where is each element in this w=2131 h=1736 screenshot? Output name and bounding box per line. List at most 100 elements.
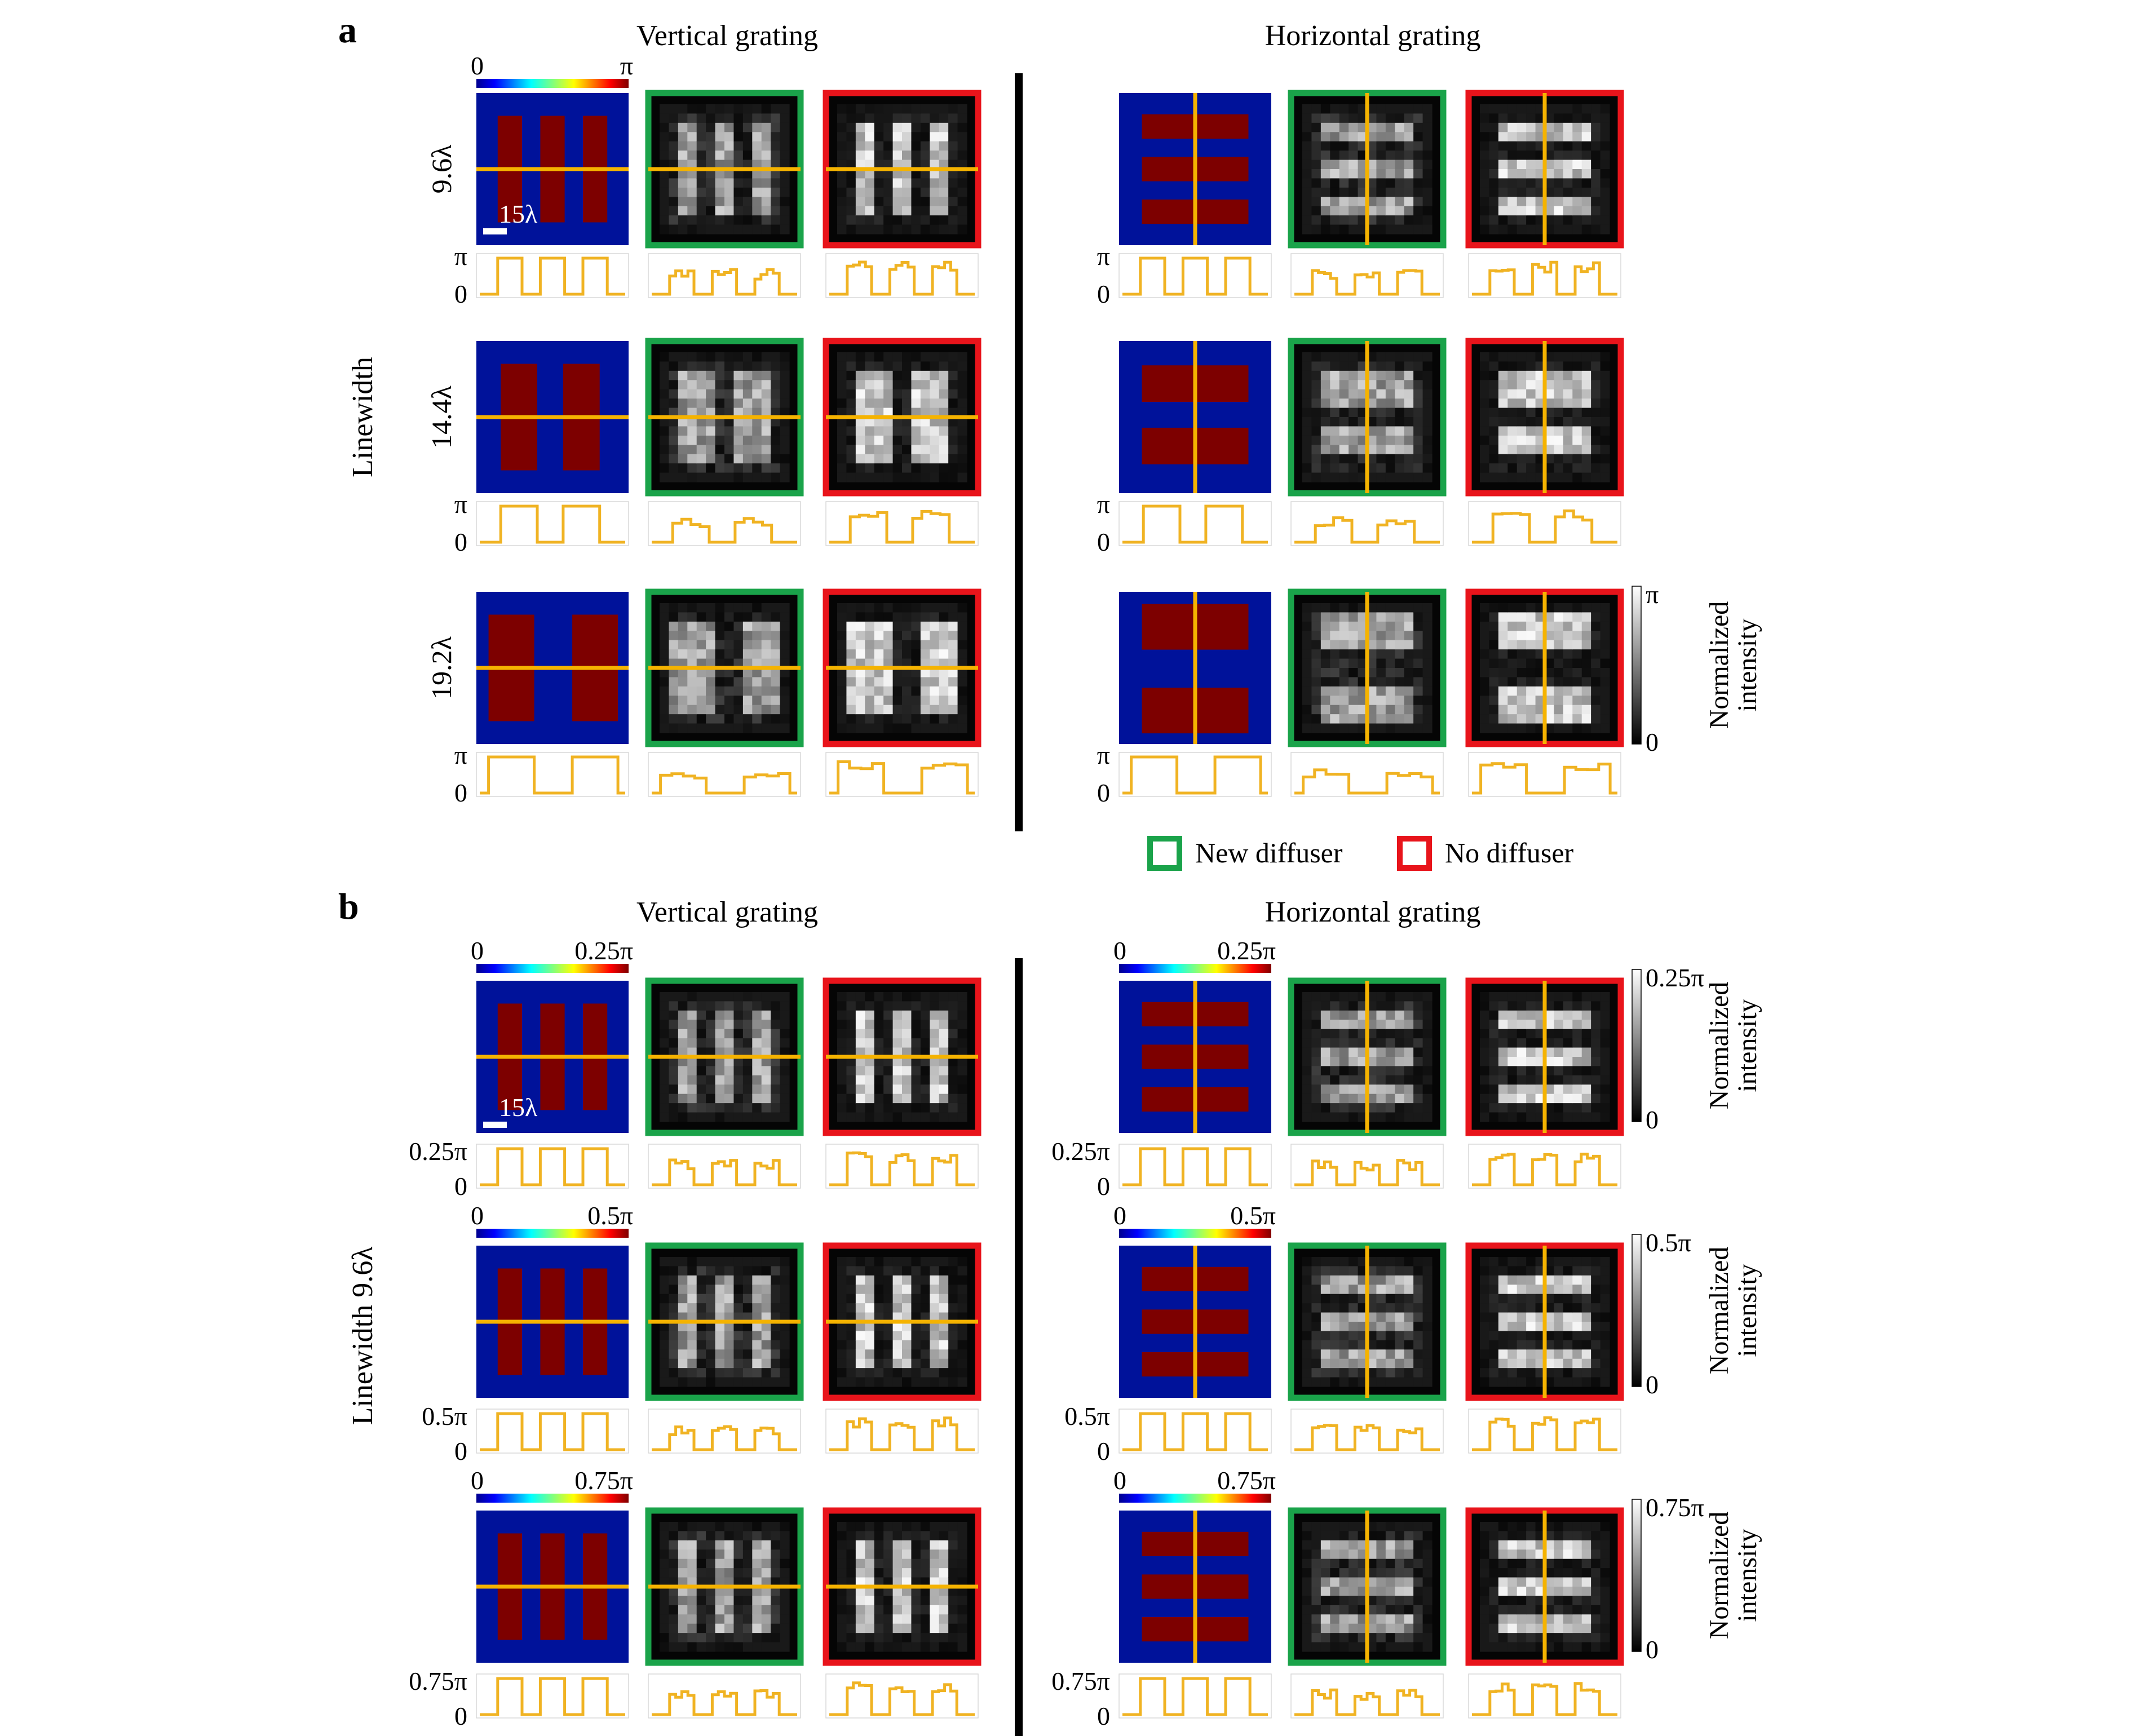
row-label-a-0: 9.6λ: [426, 145, 457, 194]
speckle-pixel: [1600, 463, 1610, 473]
speckle-pixel: [1413, 1522, 1423, 1532]
speckle-pixel: [855, 1303, 865, 1313]
speckle-pixel: [939, 1605, 949, 1615]
speckle-pixel: [1367, 1020, 1377, 1030]
speckle-pixel: [1581, 631, 1591, 641]
speckle-pixel: [1358, 370, 1368, 380]
speckle-pixel: [1581, 206, 1591, 216]
speckle-pixel: [939, 1540, 949, 1550]
speckle-pixel: [1311, 1075, 1321, 1085]
speckle-pixel: [902, 398, 912, 409]
vertical-title-a: Vertical grating: [636, 20, 818, 52]
speckle-pixel: [892, 389, 903, 399]
speckle-pixel: [1339, 1303, 1349, 1313]
speckle-pixel: [1507, 1057, 1518, 1067]
speckle-pixel: [761, 426, 771, 436]
speckle-pixel: [855, 1038, 865, 1048]
speckle-pixel: [939, 1266, 949, 1276]
speckle-pixel: [865, 1057, 875, 1067]
speckle-pixel: [724, 1331, 735, 1341]
speckle-pixel: [669, 352, 679, 362]
speckle-pixel: [1349, 426, 1359, 436]
speckle-pixel: [1591, 197, 1601, 207]
speckle-pixel: [939, 1075, 949, 1085]
speckle-pixel: [855, 435, 865, 445]
speckle-pixel: [1507, 1531, 1518, 1541]
speckle-pixel: [1545, 1047, 1555, 1057]
speckle-pixel: [948, 1112, 958, 1122]
speckle-pixel: [742, 1633, 753, 1643]
speckle-pixel: [761, 1075, 771, 1085]
speckle-pixel: [780, 1093, 790, 1104]
speckle-pixel: [1330, 1623, 1340, 1633]
speckle-pixel: [687, 426, 697, 436]
speckle-pixel: [687, 1285, 697, 1295]
speckle-pixel: [902, 1633, 912, 1643]
speckle-pixel: [883, 621, 894, 631]
speckle-pixel: [660, 696, 670, 706]
speckle-pixel: [874, 1075, 884, 1085]
profile-bottom-label: 0: [454, 1437, 467, 1465]
speckle-pixel: [1545, 1285, 1555, 1295]
speckle-pixel: [1600, 197, 1610, 207]
speckle-pixel: [846, 621, 856, 631]
speckle-pixel: [865, 621, 875, 631]
speckle-pixel: [1311, 1623, 1321, 1633]
speckle-pixel: [1526, 658, 1536, 668]
speckle-pixel: [1376, 1266, 1386, 1276]
speckle-pixel: [1507, 696, 1518, 706]
speckle-pixel: [1554, 668, 1564, 678]
intensity-none: [823, 1242, 982, 1401]
speckle-pixel: [1385, 1577, 1395, 1587]
speckle-pixel: [1507, 631, 1518, 641]
speckle-pixel: [706, 463, 716, 473]
speckle-pixel: [1395, 723, 1405, 733]
speckle-pixel: [1302, 668, 1312, 678]
speckle-pixel: [1526, 463, 1536, 473]
colorbar-max-label: 0.5π: [587, 1201, 633, 1230]
speckle-pixel: [1480, 612, 1490, 622]
speckle-pixel: [1367, 1577, 1377, 1587]
speckle-pixel: [678, 1285, 688, 1295]
speckle-pixel: [1480, 1257, 1490, 1267]
speckle-pixel: [1507, 426, 1518, 436]
speckle-pixel: [1517, 612, 1527, 622]
speckle-pixel: [761, 224, 771, 234]
speckle-pixel: [733, 1093, 744, 1104]
speckle-pixel: [706, 696, 716, 706]
speckle-pixel: [1302, 1558, 1312, 1569]
speckle-pixel: [957, 1605, 967, 1615]
speckle-pixel: [1563, 380, 1573, 390]
speckle-pixel: [920, 160, 930, 170]
speckle-pixel: [1358, 169, 1368, 179]
speckle-pixel: [1535, 705, 1545, 715]
speckle-pixel: [957, 1340, 967, 1350]
speckle-pixel: [696, 389, 706, 399]
speckle-pixel: [1413, 389, 1423, 399]
speckle-pixel: [1330, 389, 1340, 399]
speckle-pixel: [846, 380, 856, 390]
speckle-pixel: [1349, 1377, 1359, 1387]
speckle-pixel: [752, 621, 762, 631]
speckle-pixel: [1554, 224, 1564, 234]
speckle-pixel: [1554, 1112, 1564, 1122]
speckle-pixel: [1517, 992, 1527, 1002]
phase-image: [1119, 592, 1271, 744]
speckle-pixel: [1330, 1568, 1340, 1578]
speckle-pixel: [1600, 1340, 1610, 1350]
speckle-pixel: [837, 380, 847, 390]
speckle-pixel: [669, 417, 679, 427]
speckle-pixel: [1339, 1614, 1349, 1624]
speckle-pixel: [837, 714, 847, 724]
speckle-pixel: [715, 141, 725, 151]
speckle-pixel: [846, 1587, 856, 1597]
speckle-pixel: [1367, 705, 1377, 715]
speckle-pixel: [1507, 352, 1518, 362]
speckle-pixel: [669, 215, 679, 225]
speckle-pixel: [883, 705, 894, 715]
speckle-pixel: [1358, 398, 1368, 409]
speckle-pixel: [1591, 408, 1601, 418]
speckle-pixel: [911, 1075, 921, 1085]
speckle-pixel: [724, 141, 735, 151]
speckle-pixel: [1591, 141, 1601, 151]
